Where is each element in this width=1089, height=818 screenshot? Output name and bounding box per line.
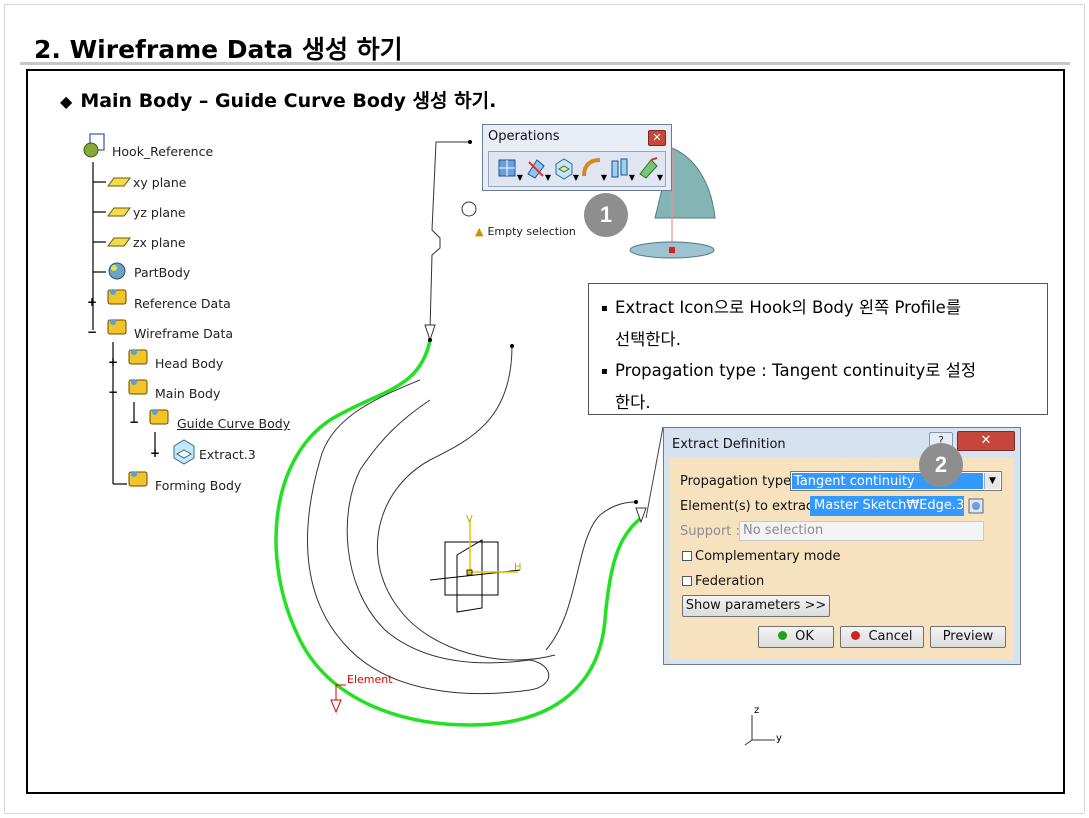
title-underline (20, 62, 1070, 65)
empty-selection-hint: ▲Empty selection (475, 225, 576, 238)
ok-icon (778, 631, 788, 640)
subtitle-text: Main Body – Guide Curve Body 생성 하기. (80, 90, 497, 112)
support-label: Support : (680, 524, 740, 539)
step-badge-2: 2 (919, 443, 963, 487)
extrapolate-tool-icon[interactable]: ▼ (637, 156, 663, 182)
callout-line-2: 선택한다. (615, 330, 681, 349)
translate-tool-icon[interactable]: ▼ (609, 156, 635, 182)
propagation-type-select[interactable]: Tangent continuity ▼ (790, 471, 1002, 491)
square-bullet-icon: ▪ (601, 303, 608, 314)
dialog-body: Propagation type: Tangent continuity ▼ E… (670, 458, 1014, 660)
ok-button[interactable]: OK (758, 626, 834, 648)
product-icon (83, 133, 105, 158)
cancel-button[interactable]: Cancel (840, 626, 924, 648)
complementary-mode-checkbox[interactable]: Complementary mode (682, 549, 841, 564)
show-parameters-button[interactable]: Show parameters >> (682, 595, 830, 617)
extract-tool-icon[interactable]: ▼ (553, 156, 579, 182)
square-bullet-icon: ▪ (601, 366, 608, 377)
preview-button[interactable]: Preview (930, 626, 1006, 648)
dialog-title: Extract Definition (672, 437, 786, 452)
axis-h-label: H (514, 562, 522, 573)
element-list-icon[interactable] (967, 496, 987, 516)
tree-item-main-body[interactable]: Main Body (155, 386, 221, 401)
svg-text:+: + (108, 355, 118, 369)
step-badge-1: 1 (584, 193, 628, 237)
callout-line-1: ▪Extract Icon으로 Hook의 Body 왼쪽 Profile를 (601, 292, 1037, 324)
extract-definition-dialog[interactable]: Extract Definition ? ✕ Propagation type:… (663, 427, 1021, 665)
tree-item-forming-body[interactable]: Forming Body (155, 478, 242, 493)
tree-root-label[interactable]: Hook_Reference (112, 144, 214, 159)
fillet-tool-icon[interactable]: ▼ (581, 156, 607, 182)
tree-item-xy-plane[interactable]: xy plane (133, 175, 187, 190)
svg-text:+: + (150, 446, 160, 460)
warning-icon: ▲ (475, 225, 484, 238)
svg-text:−: − (108, 385, 118, 399)
elements-to-extract-label: Element(s) to extract: (680, 499, 823, 514)
federation-checkbox[interactable]: Federation (682, 574, 764, 589)
svg-text:−: − (129, 415, 139, 429)
dialog-close-icon[interactable]: ✕ (957, 431, 1015, 451)
tree-item-extract-3[interactable]: Extract.3 (199, 447, 256, 462)
support-field[interactable]: No selection (739, 521, 984, 541)
tree-item-head-body[interactable]: Head Body (155, 356, 224, 371)
empty-selection-text: Empty selection (487, 225, 576, 238)
svg-text:+: + (87, 295, 97, 309)
operations-toolbar-title: Operations (488, 129, 560, 144)
section-subtitle: ◆ Main Body – Guide Curve Body 생성 하기. (60, 86, 496, 113)
operations-toolbar[interactable]: Operations ✕ ▼ ▼ ▼ ▼ ▼ ▼ (482, 124, 672, 191)
slide-title: 2. Wireframe Data 생성 하기 (34, 35, 403, 64)
axis-z-label: z (754, 705, 760, 716)
chevron-down-icon[interactable]: ▼ (984, 473, 1000, 489)
callout-line-4: 한다. (615, 393, 651, 412)
join-tool-icon[interactable]: ▼ (497, 156, 523, 182)
elements-to-extract-field[interactable]: Master Sketch₩Edge.3 (810, 496, 964, 516)
checkbox-icon[interactable] (682, 551, 692, 561)
tree-item-yz-plane[interactable]: yz plane (133, 205, 186, 220)
propagation-type-label: Propagation type: (680, 474, 796, 489)
diamond-bullet-icon: ◆ (60, 92, 73, 111)
tree-item-partbody[interactable]: PartBody (134, 265, 191, 280)
element-label: Element (347, 673, 393, 686)
toolbar-close-icon[interactable]: ✕ (648, 130, 666, 146)
slide-frame (4, 4, 1085, 814)
axis-y-label: y (776, 733, 782, 744)
tree-item-guide-curve-body[interactable]: Guide Curve Body (177, 416, 291, 431)
operations-tool-row: ▼ ▼ ▼ ▼ ▼ ▼ (488, 151, 666, 187)
split-tool-icon[interactable]: ▼ (525, 156, 551, 182)
callout-line-3: ▪Propagation type : Tangent continuity로 … (601, 355, 1037, 387)
tree-item-wireframe-data[interactable]: Wireframe Data (134, 326, 233, 341)
checkbox-icon[interactable] (682, 576, 692, 586)
cancel-icon (851, 631, 861, 640)
tree-item-reference-data[interactable]: Reference Data (134, 296, 231, 311)
axis-v-label: V (466, 514, 473, 525)
tree-item-zx-plane[interactable]: zx plane (133, 235, 186, 250)
instruction-callout: ▪Extract Icon으로 Hook의 Body 왼쪽 Profile를 선… (588, 283, 1048, 415)
svg-text:−: − (87, 325, 97, 339)
